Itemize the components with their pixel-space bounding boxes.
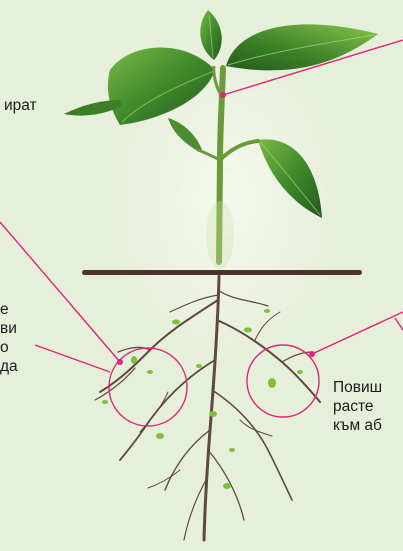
- label-right-line-2: расте: [333, 397, 382, 416]
- label-left-line-3: о: [0, 338, 18, 357]
- callout-line-left: [0, 222, 120, 362]
- label-right-line-3: към аб: [333, 416, 382, 435]
- leaf-far-left: [64, 100, 122, 116]
- label-left-line-2: ви: [0, 319, 18, 338]
- label-right: Повиш расте към аб: [333, 378, 382, 435]
- label-top-left-text: ират: [4, 96, 37, 115]
- label-right-line-1: Повиш: [333, 378, 382, 397]
- callout-circle-right: [247, 345, 319, 417]
- label-left-line-1: е: [0, 300, 18, 319]
- callout-line-right-box: [395, 318, 403, 330]
- label-left: е ви о да: [0, 300, 18, 376]
- callout-line-right: [312, 312, 403, 354]
- callout-line-left-text: [35, 345, 110, 372]
- callout-circle-left: [109, 348, 187, 426]
- ground-line: [82, 270, 362, 275]
- label-top-left: ират: [4, 96, 37, 115]
- callout-dot-top: [220, 92, 226, 98]
- label-left-line-4: да: [0, 357, 18, 376]
